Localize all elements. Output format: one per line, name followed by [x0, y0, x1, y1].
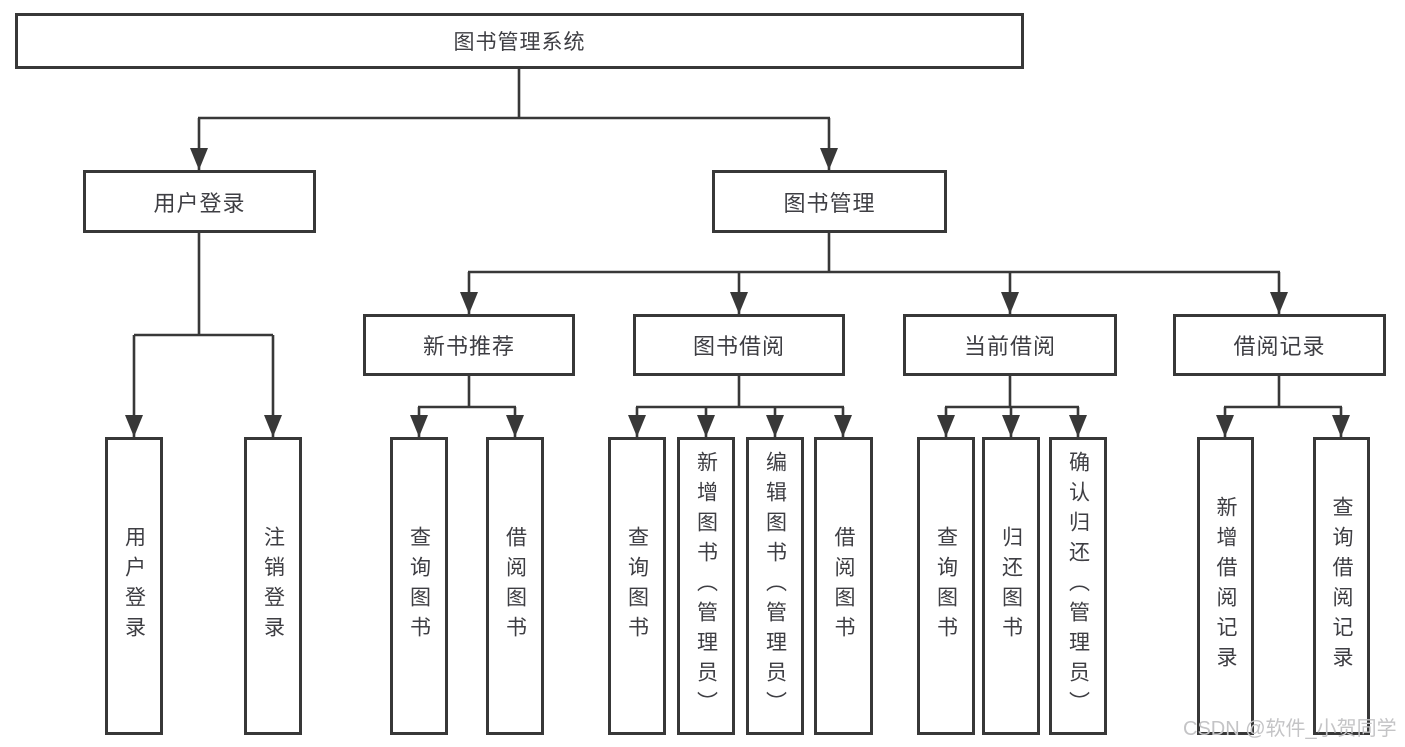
- node-user-login: 用户登录: [83, 170, 316, 233]
- node-book-borrowing-label: 图书借阅: [692, 334, 785, 359]
- connector-arrows: [125, 118, 1350, 437]
- node-leaf-query-books-borrowing: 查询图书: [608, 437, 666, 735]
- leaf-label: 查询图书: [407, 526, 431, 646]
- node-current-borrowing-label: 当前借阅: [963, 334, 1056, 359]
- node-book-management: 图书管理: [712, 170, 947, 233]
- leaf-label: 查询借阅记录: [1330, 496, 1353, 676]
- node-leaf-user-login: 用户登录: [105, 437, 163, 735]
- node-leaf-logout: 注销登录: [244, 437, 302, 735]
- leaf-label: 借阅图书: [503, 526, 527, 646]
- node-leaf-return-books: 归还图书: [982, 437, 1040, 735]
- leaf-label: 新增借阅记录: [1214, 496, 1237, 676]
- node-borrowing-records-label: 借阅记录: [1233, 334, 1326, 359]
- node-new-book-recommend: 新书推荐: [363, 314, 575, 376]
- leaf-label: 确认归还（管理员）: [1066, 451, 1090, 721]
- node-leaf-query-books-recommend: 查询图书: [390, 437, 448, 735]
- leaf-label: 查询图书: [934, 526, 958, 646]
- node-leaf-edit-books-admin: 编辑图书（管理员）: [746, 437, 804, 735]
- node-root-label: 图书管理系统: [453, 31, 586, 54]
- node-leaf-query-borrow-record: 查询借阅记录: [1313, 437, 1370, 735]
- leaf-label: 新增图书（管理员）: [694, 451, 718, 721]
- watermark: CSDN @软件_小贺同学: [1183, 718, 1397, 740]
- node-current-borrowing: 当前借阅: [903, 314, 1117, 376]
- leaf-label: 用户登录: [122, 526, 146, 646]
- node-book-management-label: 图书管理: [783, 190, 876, 216]
- node-new-book-recommend-label: 新书推荐: [422, 334, 515, 359]
- node-leaf-query-books-current: 查询图书: [917, 437, 975, 735]
- node-leaf-borrow-books-recommend: 借阅图书: [486, 437, 544, 735]
- node-user-login-label: 用户登录: [153, 190, 246, 216]
- node-book-borrowing: 图书借阅: [633, 314, 845, 376]
- connector-trunk-lines: [134, 69, 1342, 409]
- leaf-label: 注销登录: [261, 526, 285, 646]
- leaf-label: 归还图书: [999, 526, 1023, 646]
- node-leaf-confirm-return-admin: 确认归还（管理员）: [1049, 437, 1107, 735]
- node-leaf-borrow-books: 借阅图书: [814, 437, 873, 735]
- leaf-label: 借阅图书: [832, 526, 855, 646]
- leaf-label: 查询图书: [625, 526, 649, 646]
- node-borrowing-records: 借阅记录: [1173, 314, 1386, 376]
- node-root: 图书管理系统: [15, 13, 1024, 69]
- leaf-label: 编辑图书（管理员）: [763, 451, 787, 721]
- node-leaf-add-books-admin: 新增图书（管理员）: [677, 437, 735, 735]
- node-leaf-add-borrow-record: 新增借阅记录: [1197, 437, 1254, 735]
